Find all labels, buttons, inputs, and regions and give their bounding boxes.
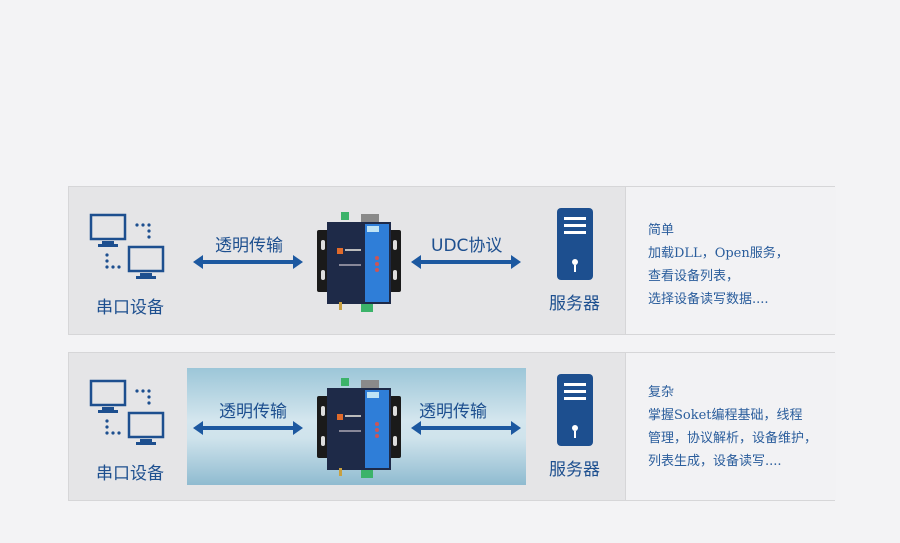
- description-line: 列表生成，设备读写....: [648, 454, 782, 469]
- server-label: 服务器: [549, 460, 600, 480]
- bidirectional-arrow-icon: [411, 255, 521, 269]
- serial-server-device-image: [317, 212, 401, 312]
- server-icon: [557, 208, 593, 280]
- server-icon: [557, 374, 593, 446]
- serial-device-label: 串口设备: [96, 298, 164, 318]
- serial-server-device-image: [317, 378, 401, 478]
- description-text: 简单加载DLL，Open服务， 查看设备列表， 选择设备读写数据....: [648, 219, 789, 311]
- left-arrow-label: 透明传输: [215, 236, 283, 256]
- right-arrow-label: 透明传输: [419, 402, 487, 422]
- description-line: 选择设备读写数据....: [648, 292, 769, 307]
- description-panel: 简单加载DLL，Open服务， 查看设备列表， 选择设备读写数据....: [625, 187, 836, 334]
- server-label: 服务器: [549, 294, 600, 314]
- bidirectional-arrow-icon: [193, 255, 303, 269]
- serial-device-label: 串口设备: [96, 464, 164, 484]
- description-line: 管理，协议解析，设备维护，: [648, 431, 818, 446]
- left-arrow-label: 透明传输: [219, 402, 287, 422]
- bidirectional-arrow-icon: [193, 421, 303, 435]
- description-title: 复杂: [648, 385, 675, 400]
- description-line: 加载DLL，Open服务，: [648, 246, 789, 261]
- bidirectional-arrow-icon: [411, 421, 521, 435]
- comparison-panel: 串口设备 透明传输 透明传输 服务器 复杂掌握Soket编程基础，线程管理，协议…: [68, 352, 836, 501]
- description-line: 查看设备列表，: [648, 269, 740, 284]
- serial-devices-icon: [89, 379, 165, 445]
- comparison-panel: 串口设备 透明传输 UDC协议 服务器 简单加载DLL，Open服务， 查看设备列…: [68, 186, 836, 335]
- serial-devices-icon: [89, 213, 165, 279]
- right-arrow-label: UDC协议: [431, 236, 503, 256]
- description-title: 简单: [648, 223, 675, 238]
- description-panel: 复杂掌握Soket编程基础，线程管理，协议解析，设备维护， 列表生成，设备读写..…: [625, 353, 836, 500]
- description-text: 复杂掌握Soket编程基础，线程管理，协议解析，设备维护， 列表生成，设备读写..…: [648, 381, 817, 473]
- description-line: 掌握Soket编程基础，线程: [648, 408, 803, 423]
